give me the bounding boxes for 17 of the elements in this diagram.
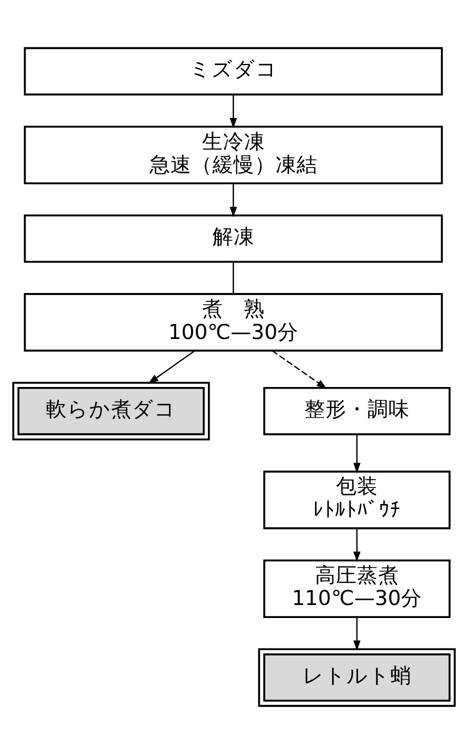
node-box: 生冷凍 急速（緩慢）凍結 xyxy=(24,126,443,184)
node-box: 高圧蒸煮 110℃—30分 xyxy=(263,559,451,618)
node-box: レトルト蛸 xyxy=(258,648,456,707)
node-box: 整形・調味 xyxy=(263,386,451,436)
node-box: 軟らか煮ダコ xyxy=(12,382,210,440)
node-box: 包装 ﾚﾄﾙﾄﾊﾞｳﾁ xyxy=(263,470,451,530)
arrow xyxy=(230,184,237,218)
arrow xyxy=(353,617,361,651)
arrow xyxy=(353,434,361,474)
connector xyxy=(232,262,234,294)
arrow xyxy=(148,350,196,384)
arrow xyxy=(353,528,361,562)
node-box: 解凍 xyxy=(24,214,443,263)
arrow xyxy=(272,350,327,389)
node-box: ミズダコ xyxy=(24,47,443,96)
arrow xyxy=(230,94,237,128)
node-box: 煮 熟 100℃—30分 xyxy=(24,293,443,352)
